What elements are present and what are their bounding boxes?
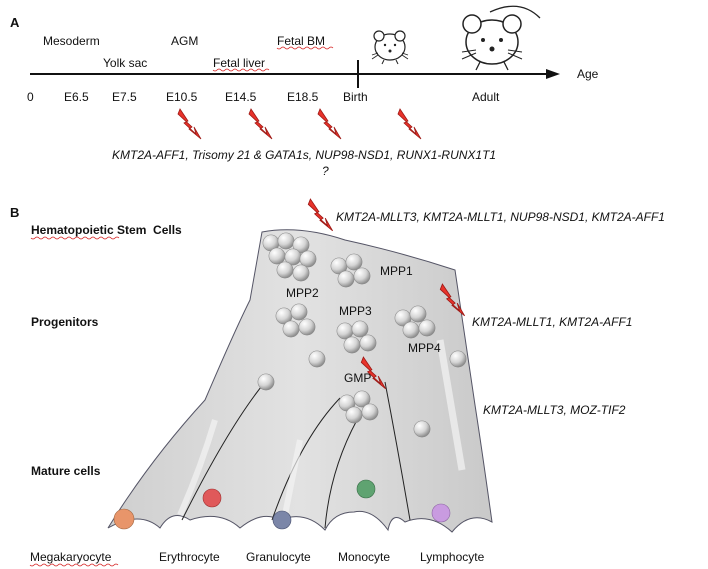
timepoint: E18.5	[287, 90, 319, 104]
shading-streak	[177, 419, 218, 517]
spellcheck-underline	[276, 46, 334, 50]
unknown-marker: ?	[322, 164, 329, 178]
level-progenitors: Progenitors	[31, 315, 99, 329]
level-mature-cells: Mature cells	[31, 464, 101, 478]
stage-fetal-bm: Fetal BM	[277, 34, 325, 48]
lymphocyte-cell	[431, 503, 451, 523]
timepoint: E14.5	[225, 90, 257, 104]
fusion-genes-gmp: KMT2A-MLLT3, MOZ-TIF2	[483, 403, 626, 417]
spellcheck-underline	[30, 236, 120, 240]
lightning-bolt-icon	[248, 108, 273, 140]
timepoint: 0	[27, 90, 34, 104]
label-mpp3: MPP3	[339, 304, 372, 318]
timepoint: E6.5	[64, 90, 89, 104]
level-hsc: Hematopoietic Stem Cells	[31, 223, 182, 237]
cell	[449, 350, 467, 368]
megakaryocyte-cell	[113, 508, 135, 530]
cell	[308, 350, 326, 368]
mouse-icon	[371, 30, 409, 65]
ridge-line	[324, 419, 358, 529]
granulocyte-cell	[272, 510, 292, 530]
shading-streak	[282, 439, 303, 516]
mature-cell-erythrocyte: Erythrocyte	[159, 550, 220, 564]
panel-b-label: B	[10, 205, 19, 220]
ridge-line	[384, 381, 411, 521]
mature-cell-granulocyte: Granulocyte	[246, 550, 311, 564]
timepoint: Adult	[472, 90, 500, 104]
mature-cell-megakaryocyte: Megakaryocyte	[30, 550, 112, 564]
panel-a-label: A	[10, 15, 20, 30]
label-mpp4: MPP4	[408, 341, 441, 355]
timepoint: Birth	[343, 90, 368, 104]
shading-streak	[436, 339, 466, 471]
monocyte-cell	[356, 479, 376, 499]
label-gmp: GMP	[344, 371, 371, 385]
timeline-arrowhead	[546, 69, 560, 79]
erythrocyte-cell	[202, 488, 222, 508]
stage-yolk-sac: Yolk sac	[103, 56, 147, 70]
mature-cell-lymphocyte: Lymphocyte	[420, 550, 485, 564]
fusion-genes-progenitor: KMT2A-MLLT1, KMT2A-AFF1	[472, 315, 632, 329]
stage-fetal-liver: Fetal liver	[213, 56, 265, 70]
axis-label-age: Age	[577, 67, 599, 81]
timepoint: E10.5	[166, 90, 198, 104]
mouse-icon	[461, 5, 541, 71]
spellcheck-underline	[212, 68, 270, 72]
cell	[413, 420, 431, 438]
timepoint: E7.5	[112, 90, 137, 104]
stage-mesoderm: Mesoderm	[43, 34, 100, 48]
ridge-line	[271, 397, 341, 521]
mature-cell-monocyte: Monocyte	[338, 550, 390, 564]
label-mpp2: MPP2	[286, 286, 319, 300]
lightning-bolt-icon	[307, 198, 334, 232]
lightning-bolt-icon	[397, 108, 422, 140]
label-mpp1: MPP1	[380, 264, 413, 278]
stage-agm: AGM	[171, 34, 198, 48]
cell	[257, 373, 275, 391]
lightning-bolt-icon	[177, 108, 202, 140]
lightning-bolt-icon	[317, 108, 342, 140]
fusion-genes-hsc: KMT2A-MLLT3, KMT2A-MLLT1, NUP98-NSD1, KM…	[336, 210, 665, 224]
spellcheck-underline	[29, 563, 119, 567]
fusion-genes-ontogeny: KMT2A-AFF1, Trisomy 21 & GATA1s, NUP98-N…	[112, 148, 496, 162]
